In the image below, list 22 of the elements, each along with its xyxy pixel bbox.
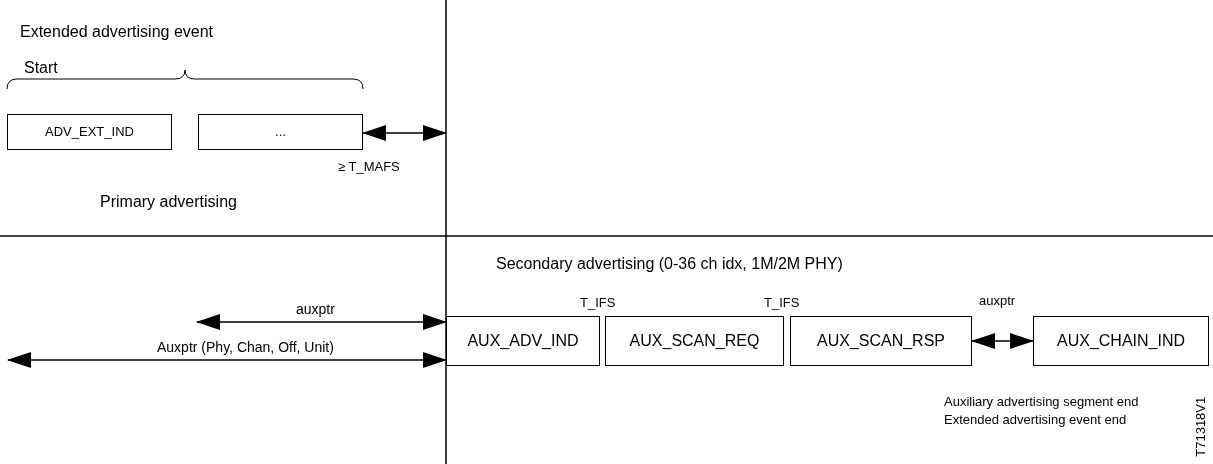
- edge-label: ≥ T_MAFS: [338, 160, 400, 173]
- note-text: Auxiliary advertising segment end Extended advertising event end: [944, 393, 1140, 429]
- section-label: Primary advertising: [100, 192, 237, 212]
- message-box: ADV_EXT_IND: [7, 114, 172, 150]
- edge-label: auxptr: [979, 294, 1016, 307]
- double-arrow: [196, 314, 447, 330]
- figure-id: T71318V1: [1192, 395, 1210, 457]
- edge-label: auxptr: [296, 302, 335, 316]
- message-box: AUX_SCAN_RSP: [790, 316, 972, 366]
- start-label: Start: [24, 58, 58, 78]
- message-box: AUX_SCAN_REQ: [605, 316, 784, 366]
- heading-text: Extended advertising event: [20, 22, 213, 42]
- double-arrow: [971, 333, 1034, 349]
- message-box: AUX_CHAIN_IND: [1033, 316, 1209, 366]
- double-arrow: [362, 125, 447, 141]
- double-arrow: [7, 352, 447, 368]
- timing-label: T_IFS: [580, 294, 616, 312]
- edge-label: Auxptr (Phy, Chan, Off, Unit): [157, 340, 334, 354]
- message-box: ...: [198, 114, 363, 150]
- message-box: AUX_ADV_IND: [446, 316, 600, 366]
- timing-label: T_IFS: [764, 294, 800, 312]
- section-label: Secondary advertising (0-36 ch idx, 1M/2M PHY): [496, 254, 843, 274]
